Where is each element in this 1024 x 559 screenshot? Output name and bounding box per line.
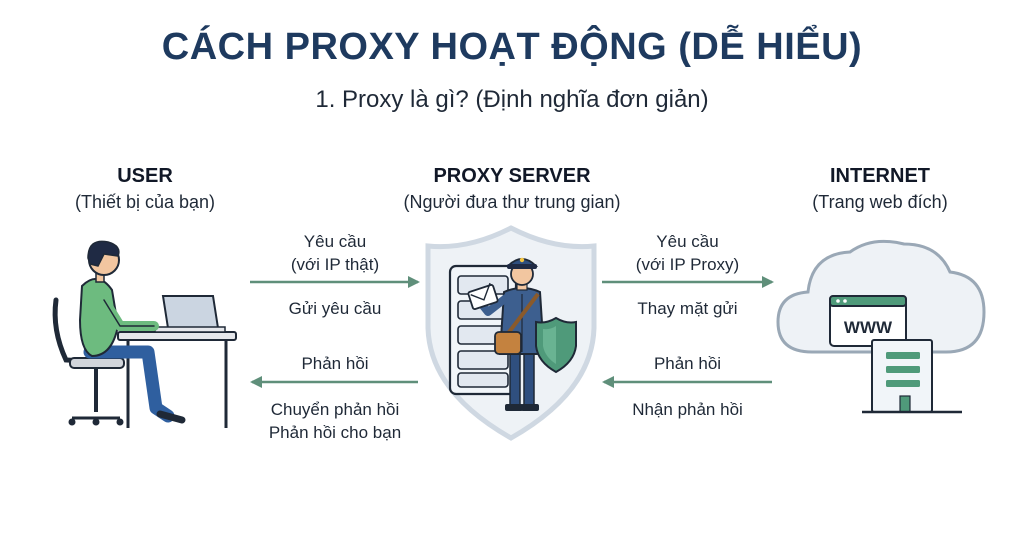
internet-node-header: INTERNET (Trang web đích) (765, 165, 995, 213)
internet-caption: (Trang web đích) (812, 192, 948, 212)
browser-window-icon: WWW (829, 295, 907, 347)
internet-to-proxy-above: Phản hồi (653, 354, 722, 373)
www-text: WWW (844, 318, 893, 337)
proxy-to-user-below-line2: Phản hồi cho bạn (268, 423, 402, 442)
proxy-heading: PROXY SERVER (433, 165, 591, 187)
proxy-to-internet-above-line1: Yêu cầu (656, 232, 719, 251)
proxy-node-header: PROXY SERVER (Người đưa thư trung gian) (362, 165, 662, 213)
user-to-proxy-below: Gửi yêu cầu (288, 299, 382, 318)
proxy-to-internet-below: Thay mặt gửi (637, 299, 738, 318)
page-title: CÁCH PROXY HOẠT ĐỘNG (DỄ HIỂU) (161, 26, 863, 68)
proxy-to-internet-above: Yêu cầu (với IP Proxy) (600, 230, 775, 276)
page-subtitle: 1. Proxy là gì? (Định nghĩa đơn giản) (315, 86, 709, 113)
user-at-desk-icon (52, 240, 237, 428)
proxy-caption: (Người đưa thư trung gian) (403, 192, 621, 212)
user-node-header: USER (Thiết bị của bạn) (20, 165, 270, 213)
user-to-proxy-above: Yêu cầu (với IP thật) (250, 230, 420, 276)
proxy-to-user-below: Chuyển phản hồi Phản hồi cho bạn (245, 398, 425, 444)
user-to-proxy-above-line1: Yêu cầu (303, 232, 367, 251)
user-heading: USER (117, 165, 173, 187)
envelope-icon (467, 282, 499, 310)
user-caption: (Thiết bị của bạn) (74, 192, 216, 212)
internet-illustration: WWW (776, 239, 986, 414)
proxy-illustration (425, 225, 597, 441)
laptop-icon (154, 295, 226, 333)
building-icon (862, 339, 962, 414)
internet-to-proxy-below: Nhận phản hồi (632, 400, 743, 419)
user-to-proxy-above-line2: (với IP thật) (290, 255, 380, 274)
proxy-to-internet-above-line2: (với IP Proxy) (635, 255, 740, 274)
proxy-to-user-above: Phản hồi (301, 354, 369, 373)
internet-heading: INTERNET (830, 165, 930, 187)
proxy-to-user-below-line1: Chuyển phản hồi (270, 400, 400, 419)
